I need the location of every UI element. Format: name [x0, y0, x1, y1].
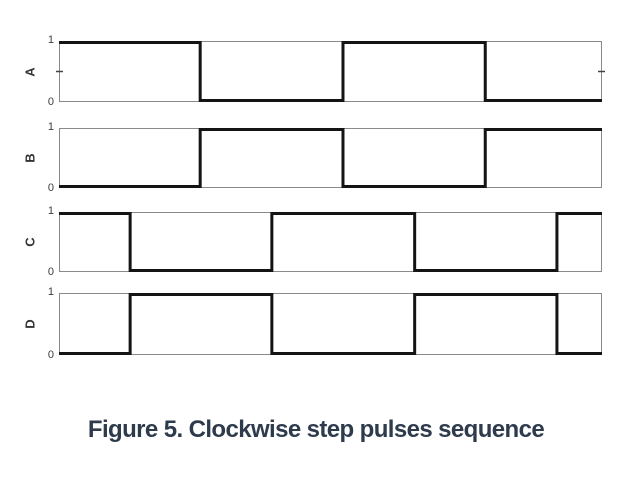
- ytick-high-A: 1: [47, 34, 54, 46]
- ytick-high-C: 1: [47, 205, 54, 217]
- waveform-panel-D: D 1 0: [0, 286, 632, 361]
- ytick-low-C: 0: [47, 266, 54, 278]
- y-axis-label-A: A: [22, 66, 38, 77]
- waveform-plot-B: [59, 128, 602, 188]
- waveform-panel-B: B 1 0: [0, 121, 632, 194]
- waveform-panel-C: C 1 0: [0, 205, 632, 278]
- ytick-high-B: 1: [47, 121, 54, 133]
- y-axis-label-C: C: [22, 237, 38, 247]
- ytick-low-A: 0: [47, 96, 54, 108]
- ytick-low-D: 0: [47, 349, 54, 361]
- ytick-high-D: 1: [47, 286, 54, 298]
- y-axis-label-D: D: [22, 319, 38, 329]
- waveform-plot-C: [59, 212, 602, 272]
- waveform-panel-A: A 1 0: [0, 34, 632, 108]
- figure-caption: Figure 5. Clockwise step pulses sequence: [87, 416, 545, 443]
- y-axis-label-B: B: [22, 153, 38, 163]
- waveform-plot-A: [56, 41, 605, 102]
- waveform-plot-D: [59, 293, 602, 355]
- ytick-low-B: 0: [47, 182, 54, 194]
